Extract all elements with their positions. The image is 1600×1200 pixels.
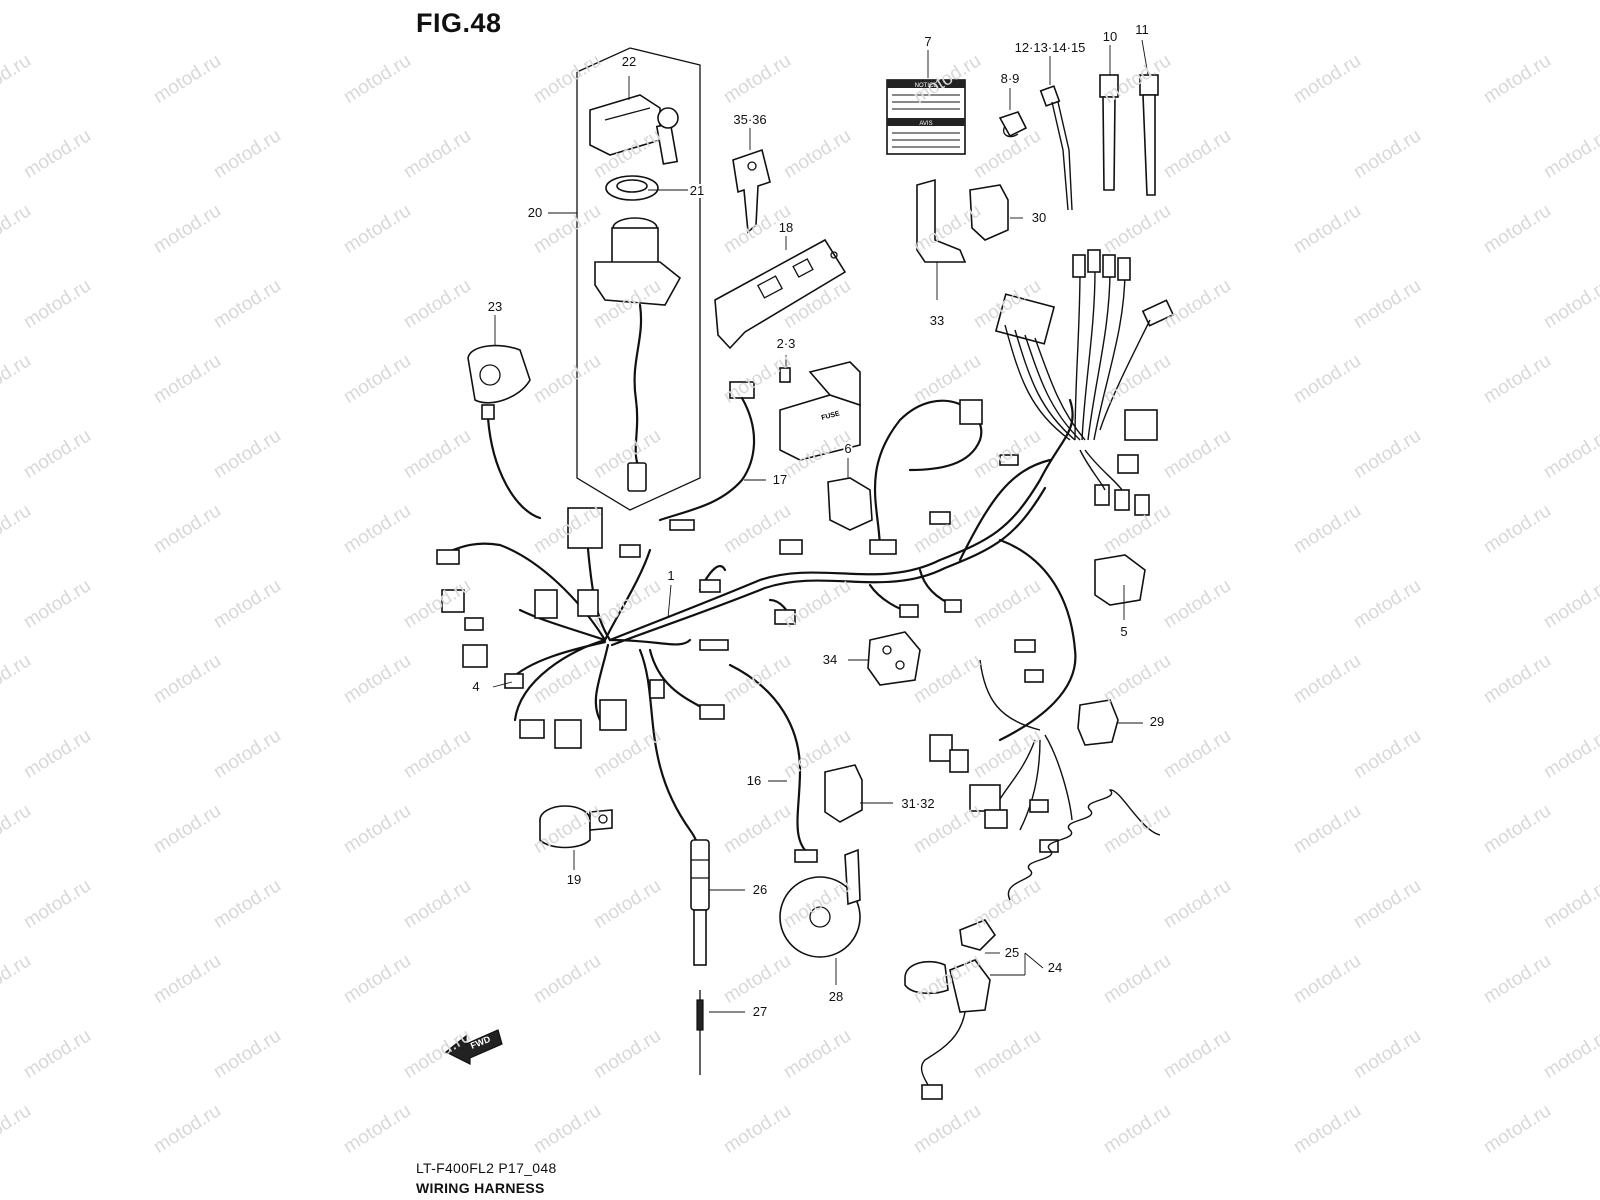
part-29-relay bbox=[1077, 699, 1119, 746]
part-35-36-key bbox=[732, 148, 771, 234]
part-34-bracket bbox=[867, 631, 921, 686]
callout-5: 5 bbox=[1119, 624, 1129, 639]
leader-lines bbox=[492, 39, 1149, 1013]
part-31-32-relay bbox=[824, 764, 863, 823]
callout-10: 10 bbox=[1101, 29, 1119, 44]
callout-34: 34 bbox=[821, 652, 839, 667]
callout-18: 18 bbox=[777, 220, 795, 235]
part-26-plug-cap bbox=[690, 839, 710, 966]
part-19-sensor bbox=[539, 805, 613, 849]
callout-1: 1 bbox=[666, 568, 676, 583]
footer-model-code: LT-F400FL2 P17_048 bbox=[416, 1160, 557, 1176]
callout-2-3: 2·3 bbox=[775, 336, 797, 351]
callout-16: 16 bbox=[745, 773, 763, 788]
part-8-9-clamp bbox=[998, 111, 1028, 138]
connector-17-top bbox=[658, 381, 756, 522]
ignition-switch-group-outline bbox=[576, 47, 701, 511]
part-7-caution-label: NOTICE AVIS bbox=[886, 79, 966, 155]
part-18-bracket bbox=[714, 238, 847, 350]
callout-7: 7 bbox=[923, 34, 933, 49]
part-11-strap bbox=[1139, 74, 1159, 196]
callout-28: 28 bbox=[827, 989, 845, 1004]
fuse-box: FUSE bbox=[779, 361, 861, 461]
callout-27: 27 bbox=[751, 1004, 769, 1019]
callout-35-36: 35·36 bbox=[732, 112, 768, 127]
callout-19: 19 bbox=[565, 872, 583, 887]
part-6-cover bbox=[827, 477, 873, 531]
figure-title: FIG.48 bbox=[416, 8, 502, 38]
part-21-ring-nut bbox=[605, 175, 659, 201]
callout-30: 30 bbox=[1030, 210, 1048, 225]
part-22-key-cap bbox=[589, 94, 679, 165]
part-16-wire bbox=[794, 849, 818, 863]
callout-25: 25 bbox=[1003, 945, 1021, 960]
label-avis-text: AVIS bbox=[919, 121, 932, 127]
callout-6: 6 bbox=[843, 441, 853, 456]
part-27-plug bbox=[696, 990, 704, 1075]
callout-24: 24 bbox=[1046, 960, 1064, 975]
label-notice-text: NOTICE bbox=[915, 83, 938, 89]
part-28-horn bbox=[779, 848, 861, 958]
part-20-ignition-switch bbox=[594, 217, 682, 492]
fuse-box-label-text: FUSE bbox=[821, 410, 841, 422]
part-30-relay bbox=[969, 184, 1009, 241]
part-5-cover bbox=[1094, 554, 1146, 606]
callout-21: 21 bbox=[688, 183, 706, 198]
callout-33: 33 bbox=[928, 313, 946, 328]
left-connectors bbox=[436, 399, 1019, 749]
part-12-15-cable-tie bbox=[1039, 85, 1073, 211]
part-23-switch bbox=[467, 344, 542, 520]
part-10-band bbox=[1099, 74, 1119, 191]
callout-22: 22 bbox=[620, 54, 638, 69]
callout-23: 23 bbox=[486, 299, 504, 314]
callout-8-9: 8·9 bbox=[999, 71, 1021, 86]
callout-20: 20 bbox=[526, 205, 544, 220]
part-1-main-harness bbox=[438, 398, 1077, 882]
callout-11: 11 bbox=[1134, 22, 1150, 37]
right-upper-bundle bbox=[994, 249, 1175, 516]
callout-4: 4 bbox=[471, 679, 481, 694]
callout-17: 17 bbox=[771, 472, 789, 487]
callout-26: 26 bbox=[751, 882, 769, 897]
right-lower-bundle bbox=[929, 639, 1073, 853]
part-33-bracket bbox=[916, 178, 967, 263]
callout-29: 29 bbox=[1148, 714, 1166, 729]
callout-12-15: 12·13·14·15 bbox=[1013, 40, 1087, 55]
callout-31-32: 31·32 bbox=[900, 796, 936, 811]
fwd-arrow-icon: FWD bbox=[444, 1029, 503, 1065]
part-2-3-fuse bbox=[779, 367, 791, 383]
footer-figure-name: WIRING HARNESS bbox=[416, 1180, 545, 1196]
part-24-25-switch bbox=[904, 789, 1161, 1100]
